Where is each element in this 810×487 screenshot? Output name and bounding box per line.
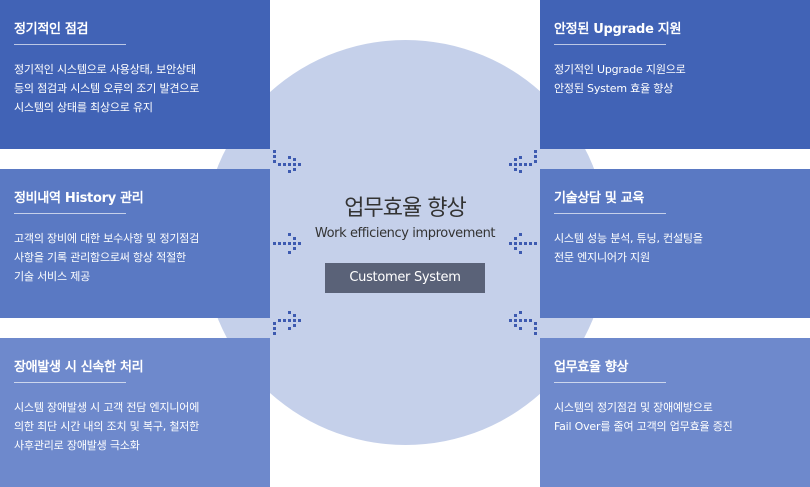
divider [554,382,666,383]
divider [554,44,666,45]
box-description: 시스템 장애발생 시 고객 전담 엔지니어에 의한 최단 시간 내의 조치 및 … [14,401,200,452]
box-title: 장애발생 시 신속한 처리 [14,360,144,375]
arrow-left-icon [509,233,537,254]
center-subtitle: Work efficiency improvement [314,226,496,241]
arrow-up-right-icon [273,311,301,335]
box-description: 고객의 장비에 대한 보수사항 및 정기점검 사항을 기록 관리함으로써 항상 … [14,232,200,283]
divider [554,213,666,214]
box-consulting-education: 기술상담 및 교육 시스템 성능 분석, 튜닝, 컨설팅을 전문 엔지니어가 지… [540,169,810,318]
box-regular-inspection: 정기적인 점검 정기적인 시스템으로 사용상태, 보안상태 등의 점검과 시스템… [0,0,270,149]
box-title: 정비내역 History 관리 [14,191,144,206]
customer-system-label: Customer System [325,263,485,293]
box-description: 정기적인 Upgrade 지원으로 안정된 System 효율 향상 [554,63,686,95]
box-description: 시스템 성능 분석, 튜닝, 컨설팅을 전문 엔지니어가 지원 [554,232,703,264]
box-upgrade-support: 안정된 Upgrade 지원 정기적인 Upgrade 지원으로 안정된 Sys… [540,0,810,149]
box-title: 업무효율 향상 [554,360,629,375]
arrow-right-icon [273,233,301,254]
box-title: 안정된 Upgrade 지원 [554,22,682,37]
box-title: 정기적인 점검 [14,22,89,37]
box-work-efficiency: 업무효율 향상 시스템의 정기점검 및 장애예방으로 Fail Over를 줄여… [540,338,810,487]
divider [14,213,126,214]
arrow-down-right-icon [273,150,301,173]
arrow-down-left-icon [509,150,537,173]
divider [14,44,126,45]
box-description: 시스템의 정기점검 및 장애예방으로 Fail Over를 줄여 고객의 업무효… [554,401,733,433]
center-title: 업무효율 향상 [344,196,466,221]
box-history-management: 정비내역 History 관리 고객의 장비에 대한 보수사항 및 정기점검 사… [0,169,270,318]
box-fast-failure-handling: 장애발생 시 신속한 처리 시스템 장애발생 시 고객 전담 엔지니어에 의한 … [0,338,270,487]
arrow-up-left-icon [509,311,537,335]
box-title: 기술상담 및 교육 [554,191,645,206]
divider [14,382,126,383]
box-description: 정기적인 시스템으로 사용상태, 보안상태 등의 점검과 시스템 오류의 조기 … [14,63,200,114]
center-heading: 업무효율 향상 Work efficiency improvement [290,190,520,241]
